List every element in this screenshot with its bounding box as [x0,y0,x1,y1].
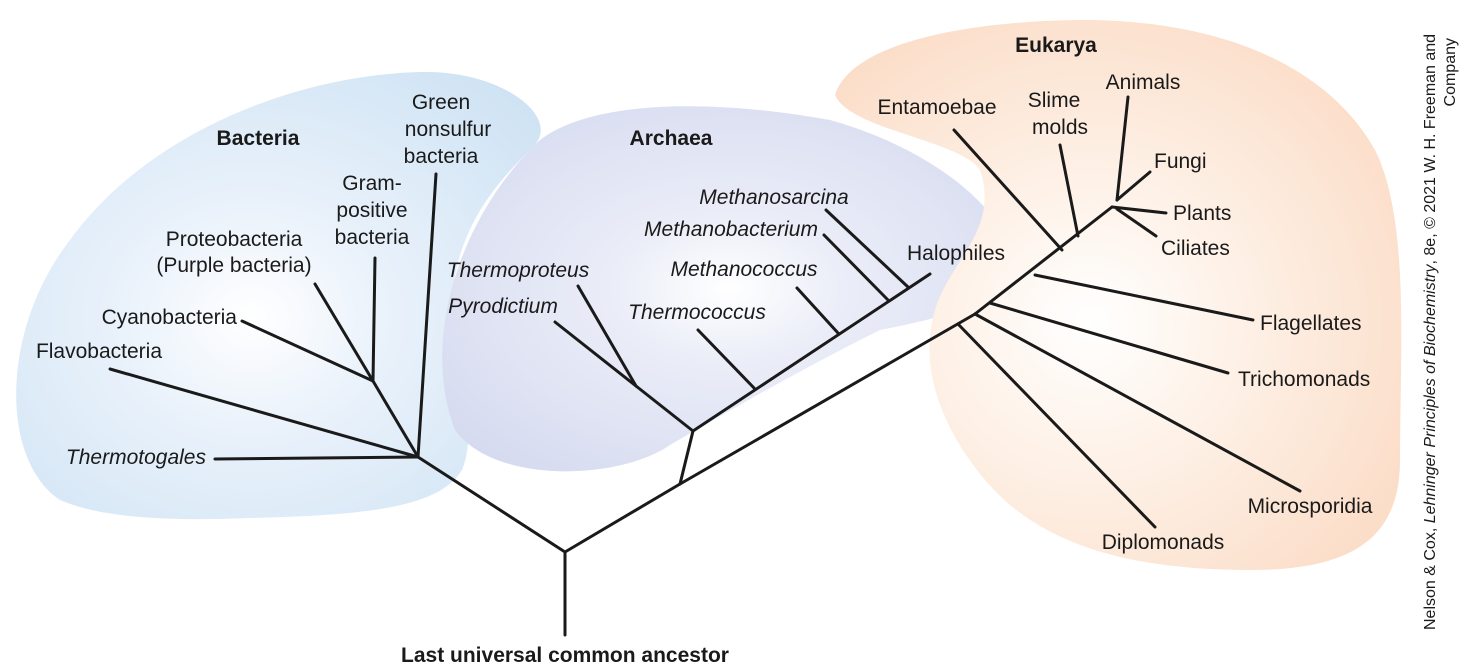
credit-line1-b: Lehninger Principles of Biochemistry [1422,263,1439,523]
thermococcus-label: Thermococcus [628,301,766,324]
green-nonsulfur-branch [416,172,438,459]
credit-line1: Nelson & Cox, Lehninger Principles of Bi… [1422,34,1439,630]
credit-line1-c: , 8e, © 2021 W. H. Freeman and [1422,34,1439,265]
archaea-region [442,106,1015,472]
cyanobacteria-label: Cyanobacteria [102,306,238,329]
ciliates-branch [1115,207,1158,238]
bacteria-stem-branch [416,455,567,554]
slime-molds-label-line2: molds [1032,116,1088,139]
ciliates-label: Ciliates [1161,237,1230,260]
fungi-label: Fungi [1154,150,1207,173]
thermoproteus-label: Thermoproteus [447,259,590,282]
flagellates-branch [1033,273,1255,322]
credit-text: Nelson & Cox, Lehninger Principles of Bi… [1422,34,1459,630]
bacteria-region [16,71,541,520]
diplomonads-branch [956,322,1157,529]
archaea-eukarya-stem-branch [563,482,682,554]
flavobacteria-label: Flavobacteria [36,340,162,363]
bacteria-domain-label: Bacteria [217,127,300,150]
entamoebae-branch [952,128,1064,252]
cyanobacteria-branch [240,319,375,383]
methanobacterium-branch [822,233,890,302]
proteobacteria-label-line2: (Purple bacteria) [156,254,311,277]
microsporidia-label: Microsporidia [1248,495,1373,518]
methanococcus-label: Methanococcus [670,258,818,281]
methanosarcina-branch [824,208,910,289]
archaea-internal-branch-2 [691,272,932,433]
diplomonads-label: Diplomonads [1102,531,1225,554]
plants-label: Plants [1173,202,1231,225]
archaea-domain-label: Archaea [630,127,713,150]
proteobacteria-branch [313,282,375,383]
flavobacteria-branch [108,367,420,459]
eukarya-domain-label: Eukarya [1015,34,1097,57]
methanobacterium-label: Methanobacterium [644,218,818,241]
eukarya-region [835,20,1402,570]
gram-positive-label-line1: Gram- [342,172,402,195]
trichomonads-label: Trichomonads [1238,368,1370,391]
trichomonads-branch [988,301,1230,375]
root-label: Last universal common ancestor [401,644,729,667]
methanosarcina-label: Methanosarcina [699,186,848,209]
green-nonsulfur-label-line2: nonsulfur [405,118,491,141]
halophiles-label: Halophiles [907,242,1005,265]
slime-molds-label-line1: Slime [1028,89,1081,112]
thermoproteus-branch [576,284,638,388]
fungi-branch [1115,170,1152,202]
thermotogales-label: Thermotogales [66,446,207,469]
methanococcus-branch [795,286,840,335]
credit-line2: Company [1442,38,1459,106]
green-nonsulfur-label-line1: Green [412,91,470,114]
thermotogales-branch [213,455,420,461]
credit-line1-a: Nelson & Cox, [1422,523,1439,630]
bacteria-internal-branch [371,379,420,459]
microsporidia-branch [973,312,1302,493]
archaea-internal-branch-1 [634,384,695,433]
flagellates-label: Flagellates [1260,312,1362,335]
gram-positive-branch [371,256,377,383]
archaea-stem-branch [678,429,695,486]
pyrodictium-label: Pyrodictium [448,295,558,318]
gram-positive-label-line3: bacteria [335,226,410,249]
eukarya-stem-branch [973,205,1114,316]
thermococcus-branch [696,328,757,391]
entamoebae-label: Entamoebae [877,96,996,119]
plants-branch [1110,205,1168,215]
proteobacteria-label-line1: Proteobacteria [166,228,303,251]
archaea-eukarya-stem-branch-2 [678,312,977,486]
slime-molds-branch [1058,143,1080,238]
animals-branch [1115,95,1130,202]
pyrodictium-branch [553,320,638,388]
animals-label: Animals [1106,71,1181,94]
green-nonsulfur-label-line3: bacteria [404,145,479,168]
gram-positive-label-line2: positive [336,199,407,222]
